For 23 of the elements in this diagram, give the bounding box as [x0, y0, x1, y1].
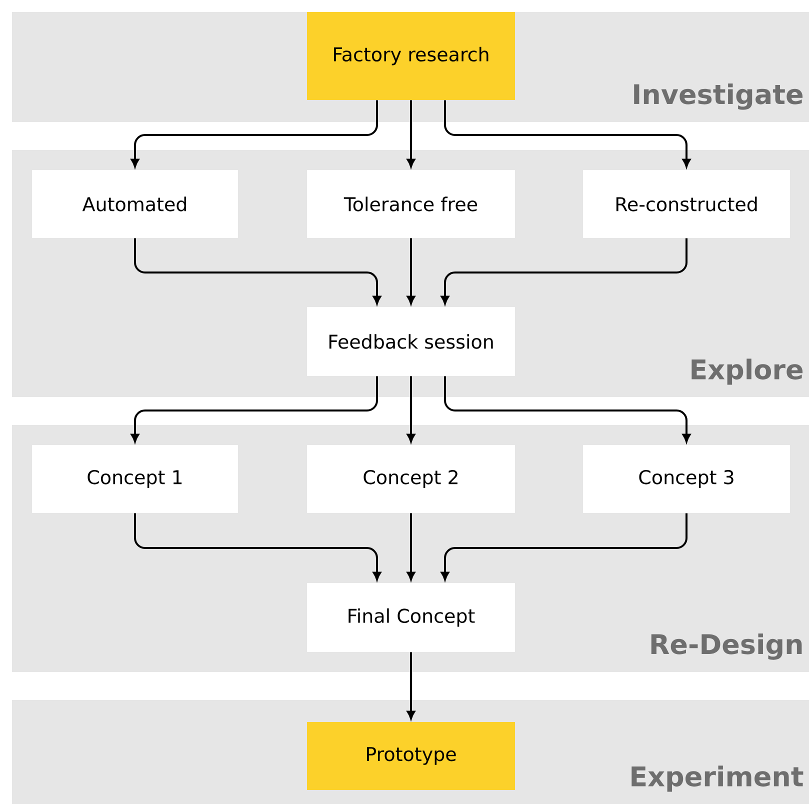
process-box: Concept 3	[583, 445, 790, 513]
arrow	[406, 376, 416, 442]
process-box: Factory research	[307, 12, 515, 100]
arrow	[444, 100, 691, 168]
arrow	[134, 238, 382, 304]
arrow	[406, 100, 416, 168]
arrow	[406, 513, 416, 580]
arrow	[440, 238, 688, 304]
arrow	[406, 238, 416, 304]
arrow	[406, 652, 416, 720]
process-box: Final Concept	[307, 583, 515, 652]
arrow	[130, 100, 378, 168]
arrow	[130, 376, 378, 442]
process-box: Re-constructed	[583, 170, 790, 238]
process-box: Concept 1	[32, 445, 238, 513]
arrow	[444, 376, 691, 442]
arrow	[134, 513, 382, 580]
process-box: Concept 2	[307, 445, 515, 513]
process-box: Tolerance free	[307, 170, 515, 238]
process-box: Prototype	[307, 722, 515, 790]
arrow	[440, 513, 688, 580]
process-box: Feedback session	[307, 307, 515, 376]
process-box: Automated	[32, 170, 238, 238]
